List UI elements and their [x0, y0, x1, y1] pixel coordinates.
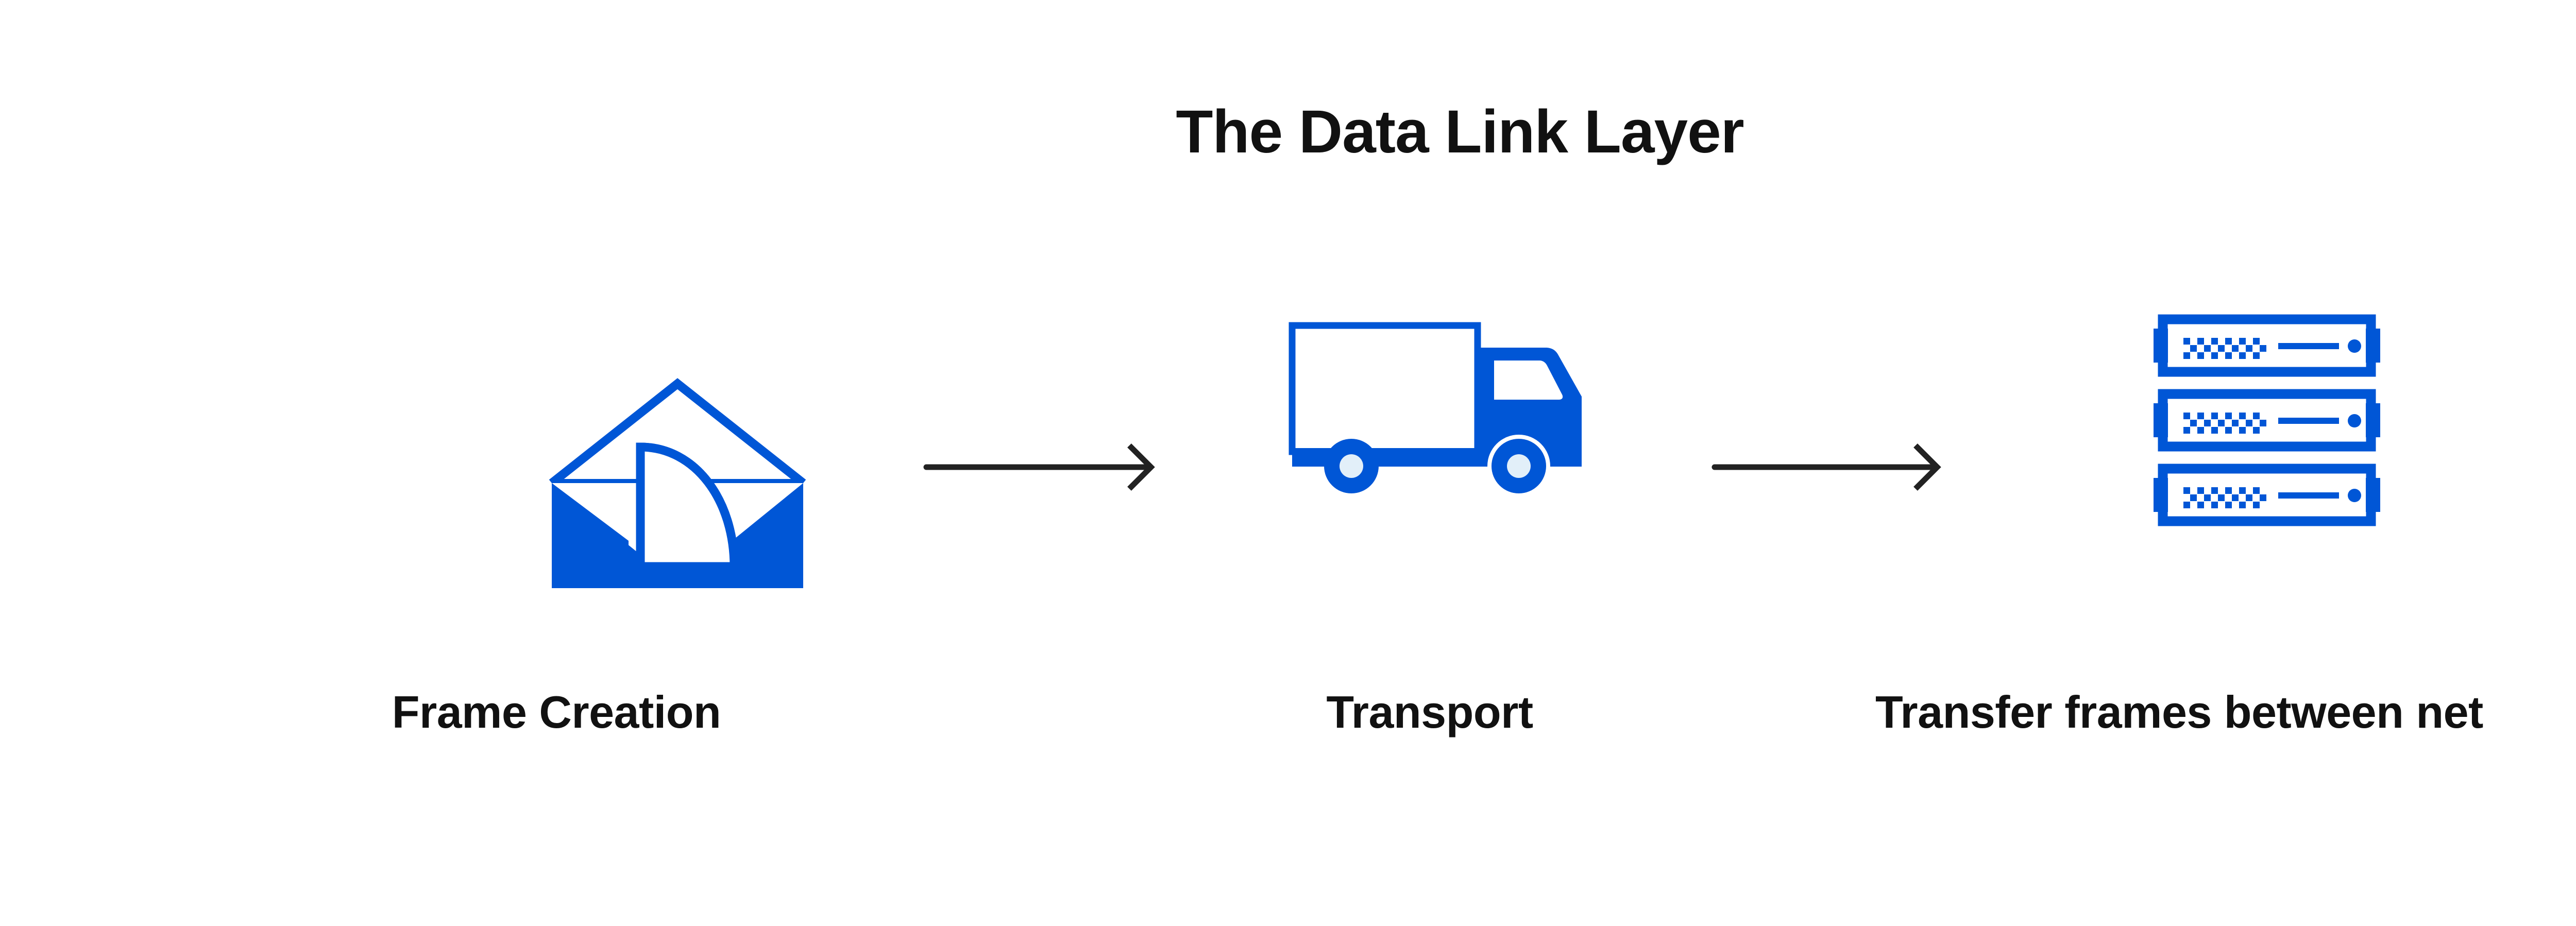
stage-network[interactable]: [2138, 299, 2406, 618]
server-unit-3: [2154, 469, 2380, 521]
stage-label-transport: Transport: [1326, 687, 1533, 738]
stage-row: [0, 299, 2576, 618]
server-unit-1: [2154, 319, 2380, 372]
stage-frame-creation[interactable]: [536, 299, 824, 618]
open-envelope-icon: [549, 378, 806, 588]
connector-arrow-2: [1690, 299, 1958, 618]
arrow-right-icon: [923, 443, 1155, 491]
page-title: The Data Link Layer: [1176, 98, 1744, 166]
stage-label-frame-creation: Frame Creation: [392, 687, 721, 738]
stage-label-network: Transfer frames between net: [1875, 687, 2483, 738]
arrow-right-icon: [1711, 443, 1941, 491]
caption-row: Frame Creation Transport Transfer frames…: [0, 686, 2576, 753]
connector-arrow-1: [896, 299, 1164, 618]
stage-transport[interactable]: [1278, 299, 1607, 618]
delivery-truck-icon: [1289, 322, 1582, 498]
server-stack-icon: [2138, 299, 2406, 618]
server-unit-2: [2154, 394, 2380, 447]
